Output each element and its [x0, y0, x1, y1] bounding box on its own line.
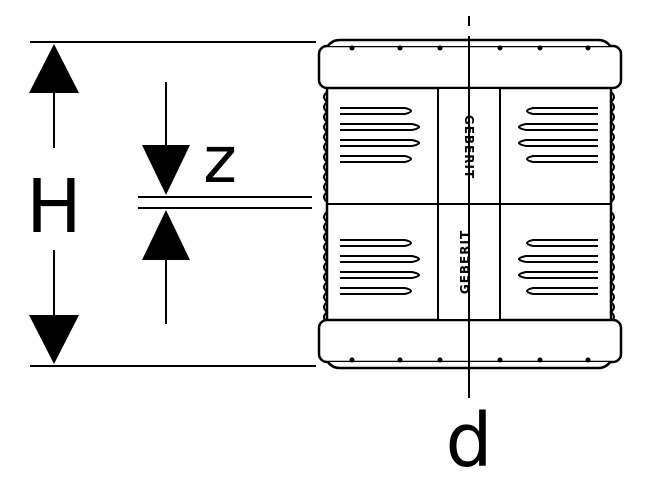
flange-notches: [349, 45, 591, 363]
dimension-z: [138, 82, 312, 324]
coupling-left-ridges: [323, 91, 329, 323]
z-arrow-down: [142, 145, 190, 195]
h-label: H: [26, 164, 82, 250]
z-label: z: [203, 124, 237, 198]
h-arrow-up: [29, 44, 79, 93]
grooves-left-upper: [340, 107, 420, 163]
grooves-left-lower: [340, 239, 420, 295]
grooves-right-lower: [518, 239, 598, 295]
dimension-h: [29, 41, 316, 367]
h-arrow-down: [29, 315, 79, 364]
coupling-right-ridges: [609, 91, 615, 323]
grooves-right-upper: [518, 107, 598, 163]
z-arrow-up: [142, 210, 190, 260]
d-label: d: [446, 398, 493, 484]
